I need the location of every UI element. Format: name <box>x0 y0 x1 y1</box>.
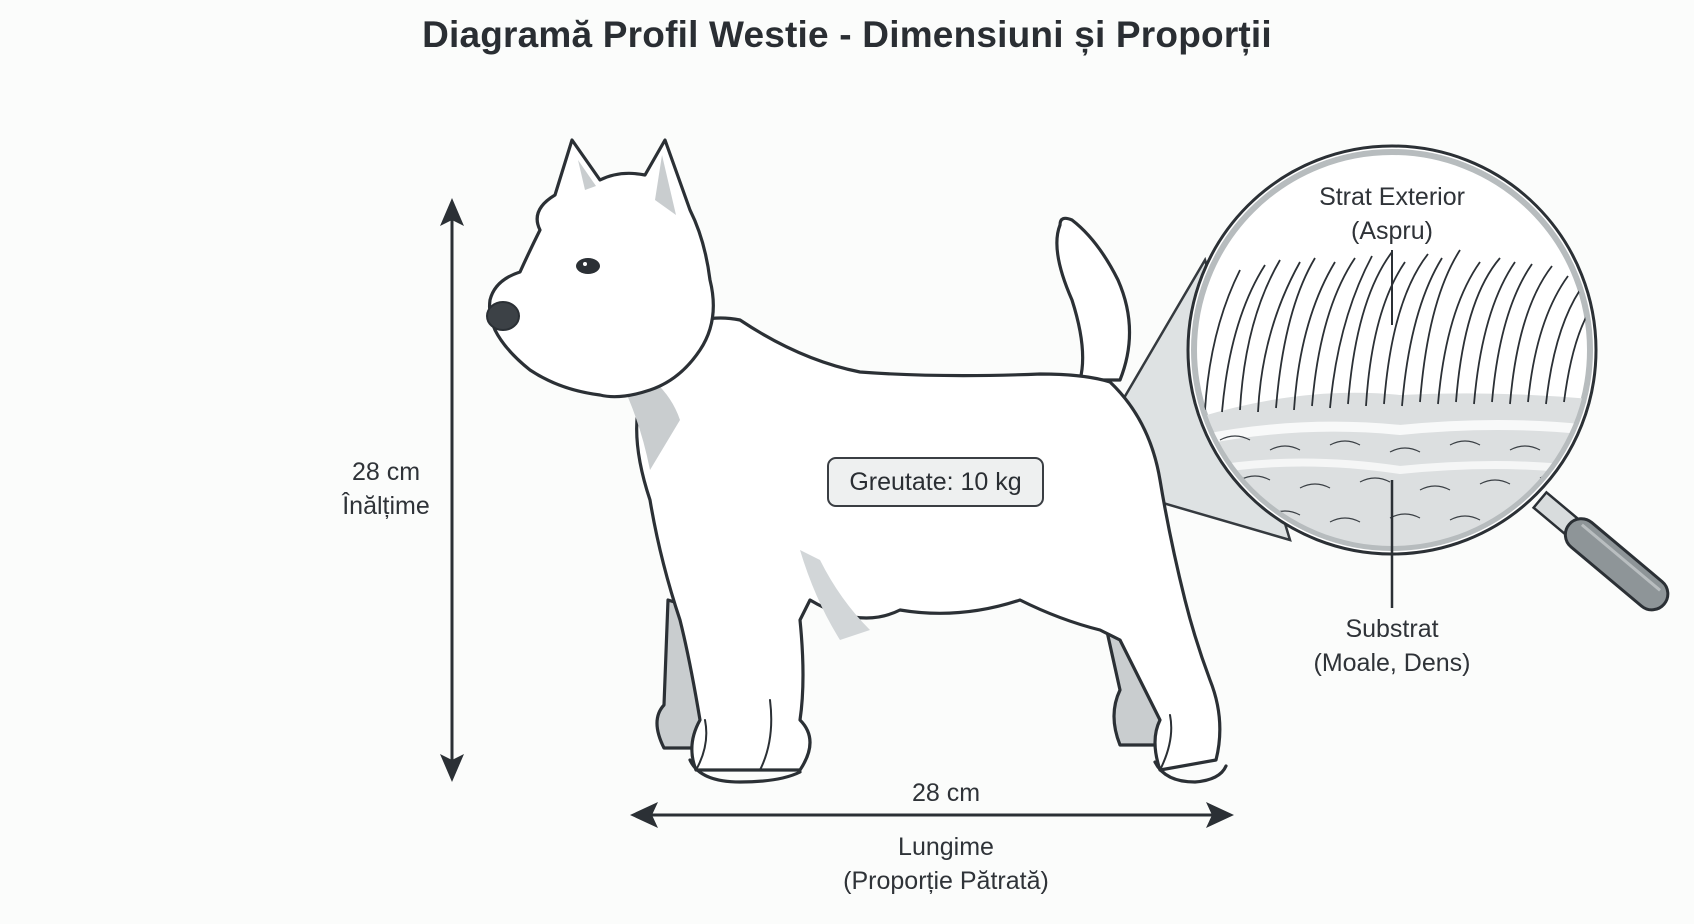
length-value-label: 28 cm <box>911 779 981 807</box>
height-name-label: Înălțime <box>342 492 430 520</box>
length-name-label: Lungime <box>898 833 994 861</box>
length-arrow-icon <box>630 802 1234 828</box>
diagram-title: Diagramă Profil Westie - Dimensiuni și P… <box>422 14 1272 55</box>
undercoat-sublabel: (Moale, Dens) <box>1313 649 1471 677</box>
weight-badge: Greutate: 10 kg <box>827 457 1044 507</box>
length-sublabel: (Proporție Pătrată) <box>843 867 1049 895</box>
magnifying-glass-icon <box>1186 144 1670 612</box>
undercoat-label: Substrat <box>1345 615 1439 643</box>
westie-dog-illustration <box>486 138 1228 784</box>
outer-coat-label: Strat Exterior <box>1319 183 1465 211</box>
outer-coat-sublabel: (Aspru) <box>1351 217 1433 245</box>
height-value-label: 28 cm <box>351 458 421 486</box>
height-arrow-icon <box>440 198 464 782</box>
